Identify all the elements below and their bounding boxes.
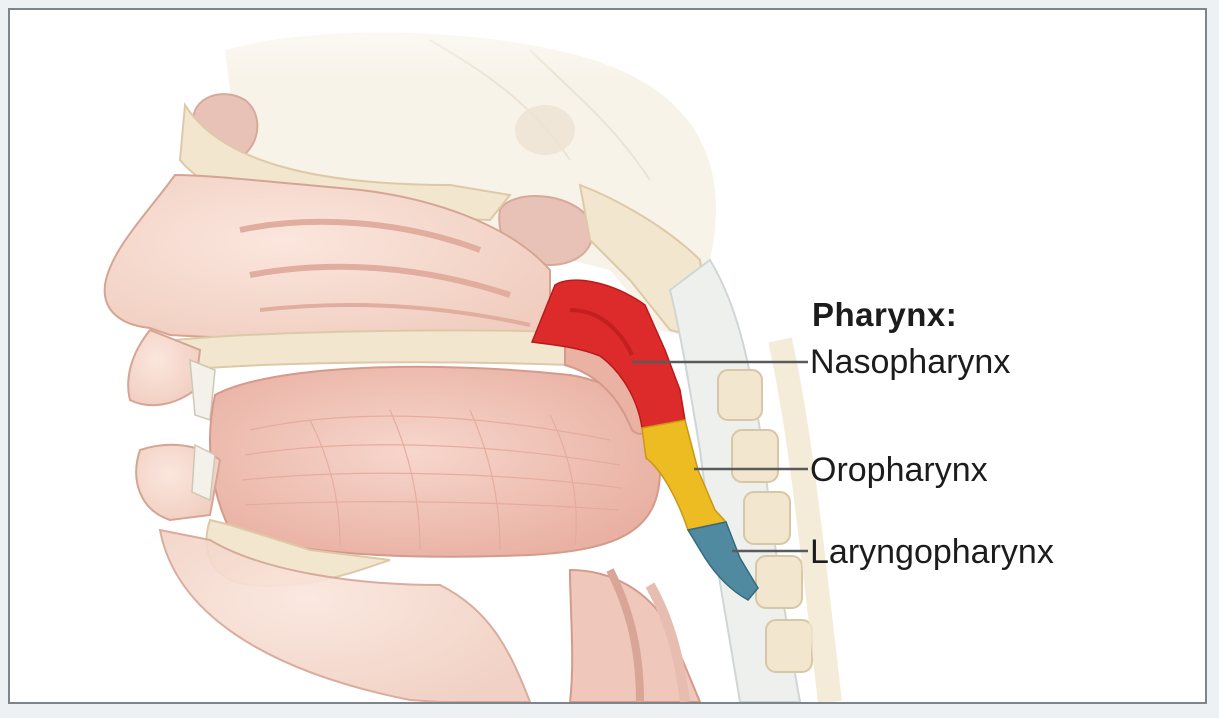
laryngopharynx-label: Laryngopharynx — [810, 533, 1054, 572]
nasopharynx-label: Nasopharynx — [810, 343, 1010, 382]
diagram-frame: Pharynx: Nasopharynx Oropharynx Laryngop… — [8, 8, 1207, 704]
pharynx-heading: Pharynx: — [812, 296, 957, 334]
oropharynx-label: Oropharynx — [810, 451, 988, 490]
tongue — [210, 367, 660, 557]
head-sagittal-section-illustration — [10, 10, 1205, 702]
